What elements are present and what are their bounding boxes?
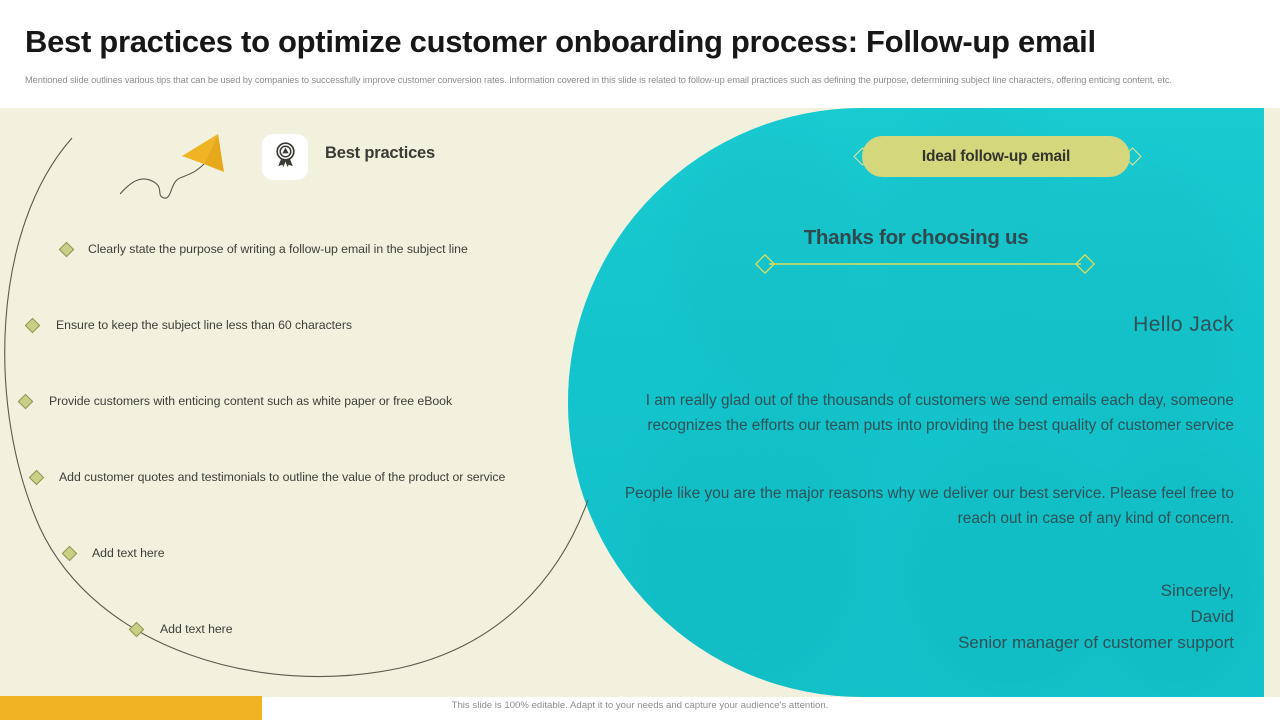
email-paragraph-2: People like you are the major reasons wh…: [624, 485, 1234, 527]
email-signature: Sincerely, David Senior manager of custo…: [620, 578, 1234, 656]
email-paragraph-1: I am really glad out of the thousands of…: [645, 392, 1234, 434]
best-practices-icon-chip: [262, 134, 308, 180]
ideal-email-banner: Ideal follow-up email: [862, 136, 1130, 177]
list-item: Clearly state the purpose of writing a f…: [88, 242, 468, 256]
list-item: Add text here: [92, 546, 165, 560]
footer-note: This slide is 100% editable. Adapt it to…: [451, 700, 829, 711]
page-subtitle: Mentioned slide outlines various tips th…: [25, 75, 1172, 85]
slide-body: Best practices Clearly state the purpose…: [0, 108, 1280, 697]
email-panel: [568, 108, 1264, 697]
bottom-accent-bar: [0, 696, 262, 720]
email-sender-name: David: [1190, 607, 1234, 626]
award-ribbon-icon: [272, 141, 299, 173]
list-item: Provide customers with enticing content …: [49, 394, 453, 408]
best-practices-label: Best practices: [325, 144, 436, 162]
list-item: Add text here: [160, 622, 233, 636]
email-greeting: Hello Jack: [1133, 313, 1234, 336]
slide-footer: This slide is 100% editable. Adapt it to…: [0, 697, 1280, 720]
decorative-arc: [4, 137, 589, 678]
slide-header: Best practices to optimize customer onbo…: [0, 0, 1280, 108]
email-divider: [754, 253, 1096, 275]
ideal-email-banner-label: Ideal follow-up email: [921, 147, 1071, 165]
page-title: Best practices to optimize customer onbo…: [25, 24, 1096, 59]
teal-overlay: [568, 108, 1264, 697]
list-item: Add customer quotes and testimonials to …: [59, 470, 506, 484]
email-heading: Thanks for choosing us: [803, 226, 1029, 249]
email-sign-off: Sincerely,: [1160, 581, 1234, 600]
email-sender-title: Senior manager of customer support: [958, 633, 1234, 652]
list-item: Ensure to keep the subject line less tha…: [56, 318, 352, 332]
paper-plane-icon: [119, 116, 260, 206]
